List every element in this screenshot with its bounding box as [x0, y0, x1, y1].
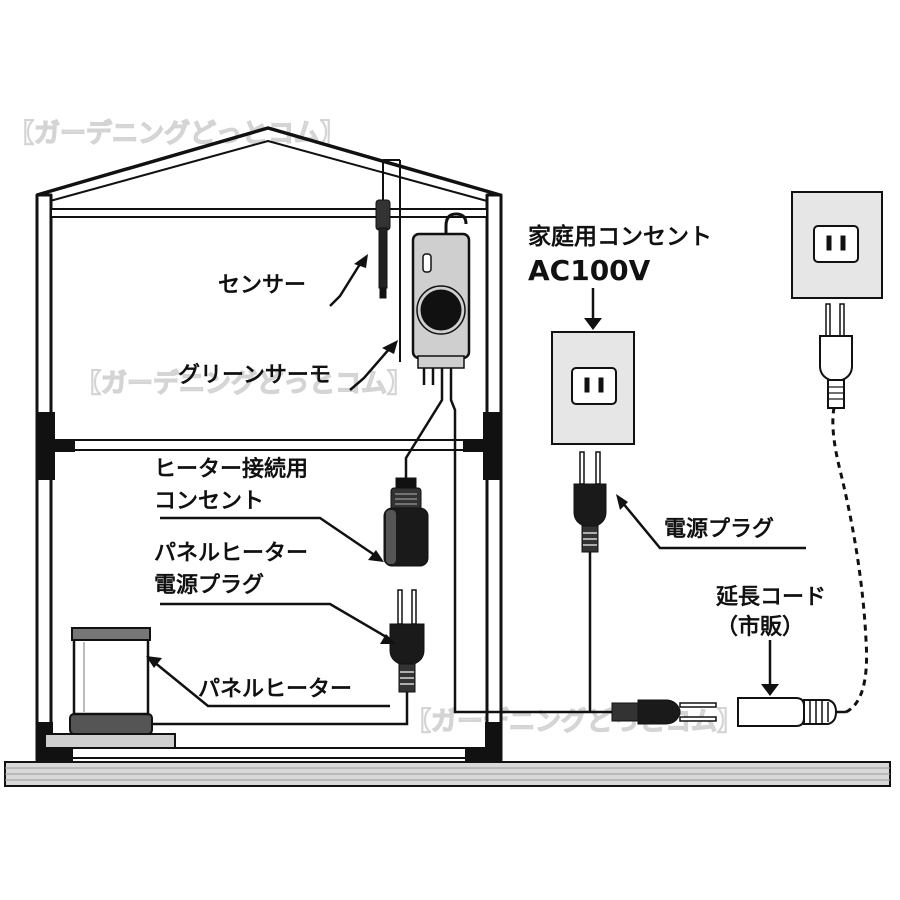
leader-lines — [153, 263, 806, 708]
heater-outlet-device — [383, 477, 429, 567]
sensor-device — [375, 159, 401, 362]
power-plug-device — [573, 451, 607, 712]
ground — [4, 761, 891, 787]
horizontal-plug-device — [611, 699, 717, 725]
household-outlet-device — [551, 331, 635, 445]
frame-joints — [37, 412, 501, 762]
panel-plug-label-line2: 電源プラグ — [154, 572, 264, 598]
green-thermo-device — [411, 212, 471, 385]
panel-plug-leader — [160, 602, 389, 640]
household-outlet-label-line1: 家庭用コンセント — [528, 223, 712, 250]
green-thermo-label: グリーンサーモ — [178, 362, 331, 388]
wall-outlet-device — [791, 191, 883, 299]
heater-outlet-label-line2: コンセント — [154, 489, 264, 514]
panel-heater-device — [44, 627, 176, 749]
extension-plug-device — [819, 303, 853, 409]
arrowheads — [146, 254, 779, 696]
extension-cord-label-line1: 延長コード — [715, 585, 826, 610]
power-plug-leader — [621, 501, 806, 550]
panel-heater-label: パネルヒーター — [198, 677, 352, 702]
watermark-top: 【ガーデニングどっとコム】 — [8, 118, 346, 149]
green-thermo-leader — [349, 347, 391, 391]
panel-heater-plug-device — [150, 589, 425, 726]
heater-outlet-leader — [160, 516, 377, 558]
panel-plug-label-line1: パネルヒーター — [154, 541, 308, 566]
thermo-cables — [404, 385, 640, 714]
panel-heater-leader — [153, 661, 390, 708]
household-outlet-label-line2: AC100V — [528, 254, 651, 287]
power-plug-label: 電源プラグ — [664, 516, 774, 542]
extension-cord-label-line2: （市販） — [716, 614, 804, 640]
sensor-leader — [329, 263, 362, 307]
extension-cord-socket-device — [737, 697, 846, 727]
heater-outlet-label-line1: ヒーター接続用 — [154, 456, 308, 482]
labels: センサー グリーンサーモ ヒーター接続用 コンセント パネルヒーター 電源プラグ… — [154, 223, 826, 702]
sensor-label: センサー — [218, 273, 306, 298]
extension-cord-cable — [831, 407, 869, 714]
